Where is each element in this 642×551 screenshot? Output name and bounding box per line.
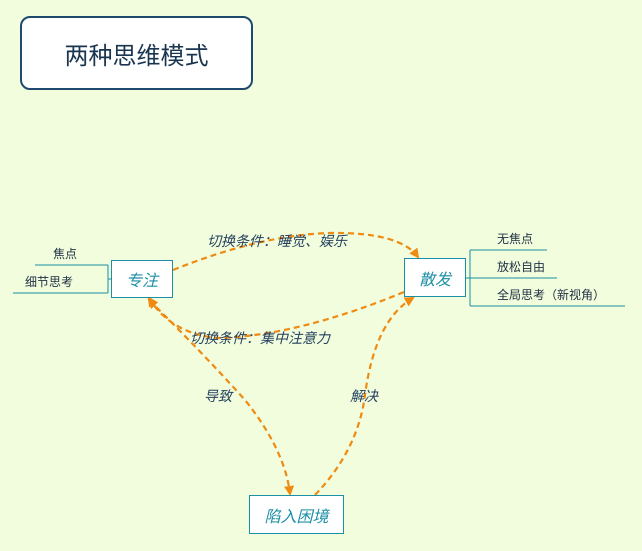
node-stuck[interactable]: 陷入困境 bbox=[249, 495, 344, 534]
arrow-stuck-to-diffuse bbox=[314, 296, 415, 496]
label-solves: 解决 bbox=[350, 389, 378, 405]
diagram-title: 两种思维模式 bbox=[20, 16, 253, 90]
label-leads-to: 导致 bbox=[204, 389, 232, 405]
branch-no-focus[interactable]: 无焦点 bbox=[497, 232, 534, 246]
focus-branch-lines bbox=[13, 264, 111, 294]
label-to-diffuse: 切换条件：睡觉、娱乐 bbox=[207, 234, 347, 250]
branch-detail-thinking[interactable]: 细节思考 bbox=[25, 275, 74, 289]
diffuse-branch-lines bbox=[466, 249, 625, 307]
branch-focus-point[interactable]: 焦点 bbox=[53, 247, 78, 261]
label-to-focus: 切换条件：集中注意力 bbox=[190, 331, 330, 347]
branch-relaxed[interactable]: 放松自由 bbox=[497, 260, 546, 274]
arrow-focus-to-diffuse bbox=[172, 231, 420, 272]
node-focus[interactable]: 专注 bbox=[111, 260, 173, 298]
arrow-focus-stuck bbox=[147, 298, 295, 496]
node-diffuse[interactable]: 散发 bbox=[404, 258, 466, 297]
branch-global-thinking[interactable]: 全局思考（新视角） bbox=[497, 288, 606, 302]
